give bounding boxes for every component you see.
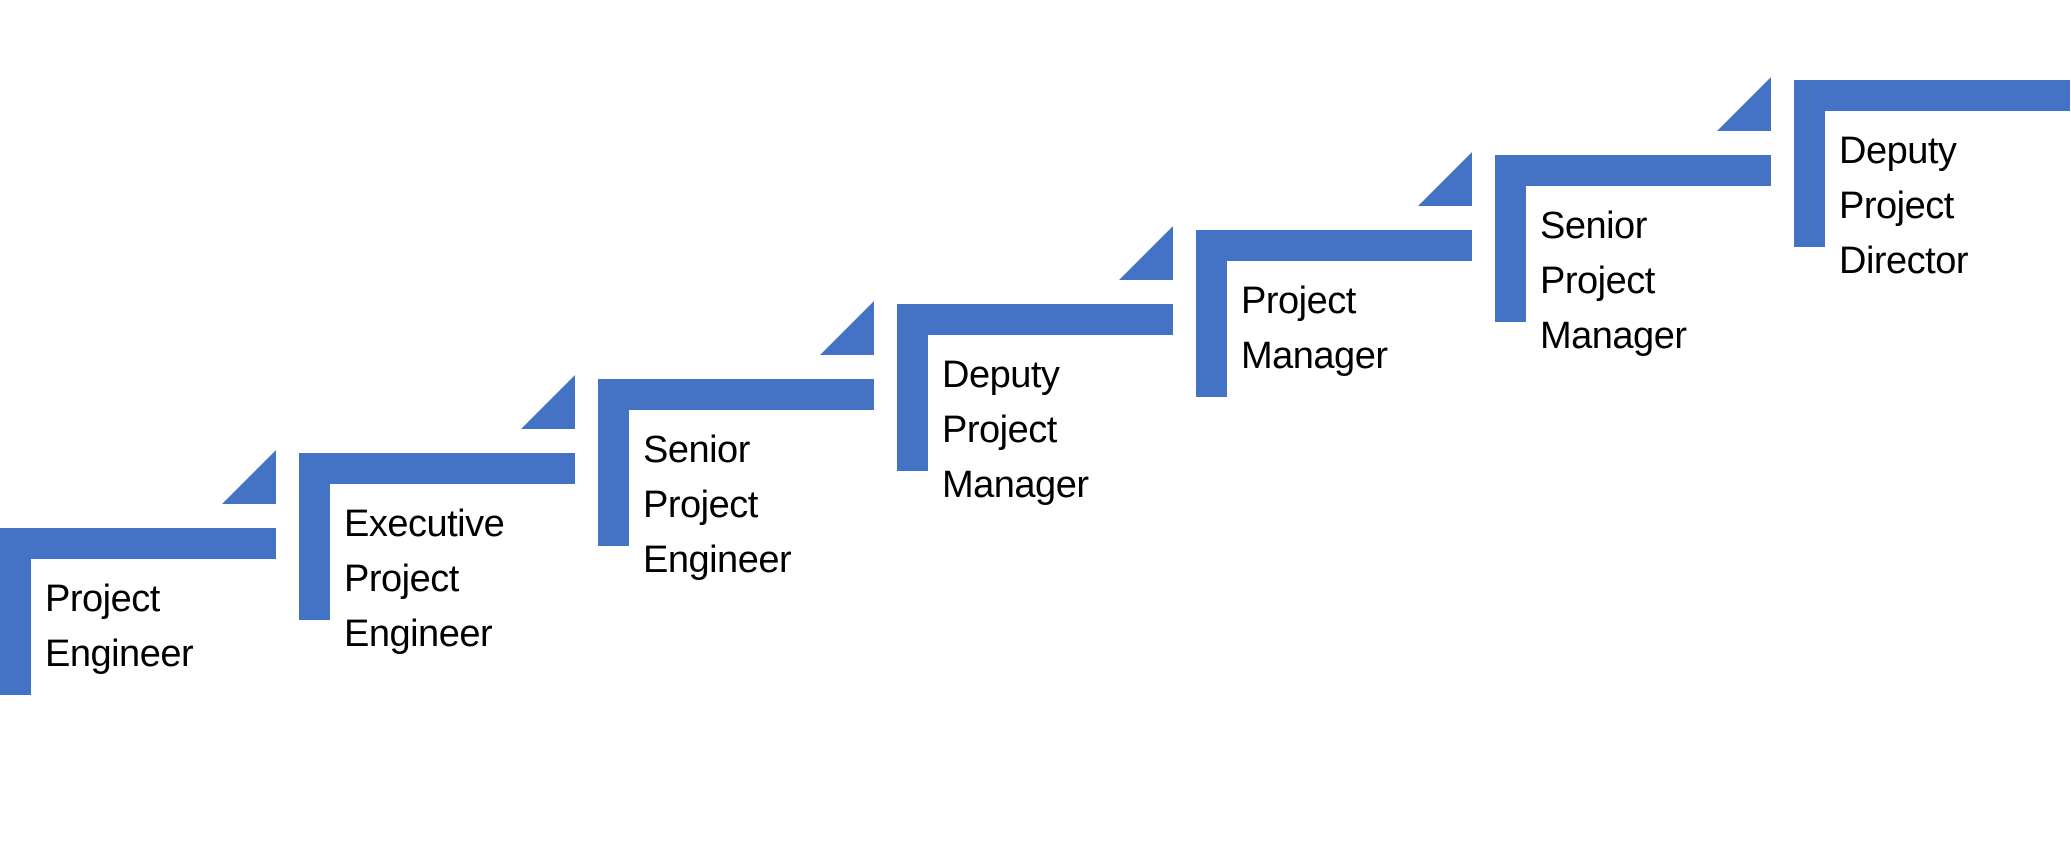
step-vertical-bar [1794, 80, 1825, 248]
step-horizontal-bar [0, 528, 276, 559]
step-label-line: Project [643, 483, 758, 526]
step-vertical-bar [1196, 229, 1227, 397]
step-label-line: Director [1839, 240, 1969, 283]
step-label-line: Project [942, 409, 1057, 452]
step-vertical-bar [1495, 155, 1526, 322]
step-horizontal-bar [897, 304, 1173, 336]
step-label-line: Engineer [344, 613, 493, 656]
step-vertical-bar [0, 528, 31, 695]
step-label-line: Deputy [942, 354, 1060, 397]
step-corner-triangle [1418, 151, 1472, 206]
step-label-line: Project [1241, 279, 1356, 322]
step-label-line: Engineer [643, 538, 792, 581]
step-vertical-bar [897, 304, 928, 472]
step-label-line: Project [344, 558, 459, 601]
step-horizontal-bar [1495, 155, 1771, 186]
step-label-line: Executive [344, 503, 505, 546]
step-label-line: Manager [1540, 315, 1687, 357]
step-label-line: Manager [942, 464, 1089, 507]
step-corner-triangle [820, 300, 874, 355]
step-label-line: Project [45, 578, 160, 620]
step-corner-triangle [521, 375, 575, 430]
step-label-line: Engineer [45, 633, 194, 675]
step-corner-triangle [1119, 226, 1173, 281]
step-vertical-bar [598, 378, 629, 546]
step-label-line: Project [1540, 260, 1655, 302]
step-horizontal-bar [1794, 80, 2070, 112]
step-corner-triangle [1717, 77, 1771, 131]
step-corner-triangle [222, 450, 276, 504]
step-horizontal-bar [299, 453, 575, 485]
step-label-line: Manager [1241, 334, 1388, 377]
step-label-line: Senior [1540, 205, 1647, 247]
step-vertical-bar [299, 453, 330, 621]
step-label-line: Deputy [1839, 130, 1957, 173]
step-horizontal-bar [598, 378, 874, 410]
step-horizontal-bar [1196, 229, 1472, 261]
step-label-line: Senior [643, 428, 750, 471]
step-label-line: Project [1839, 185, 1954, 228]
